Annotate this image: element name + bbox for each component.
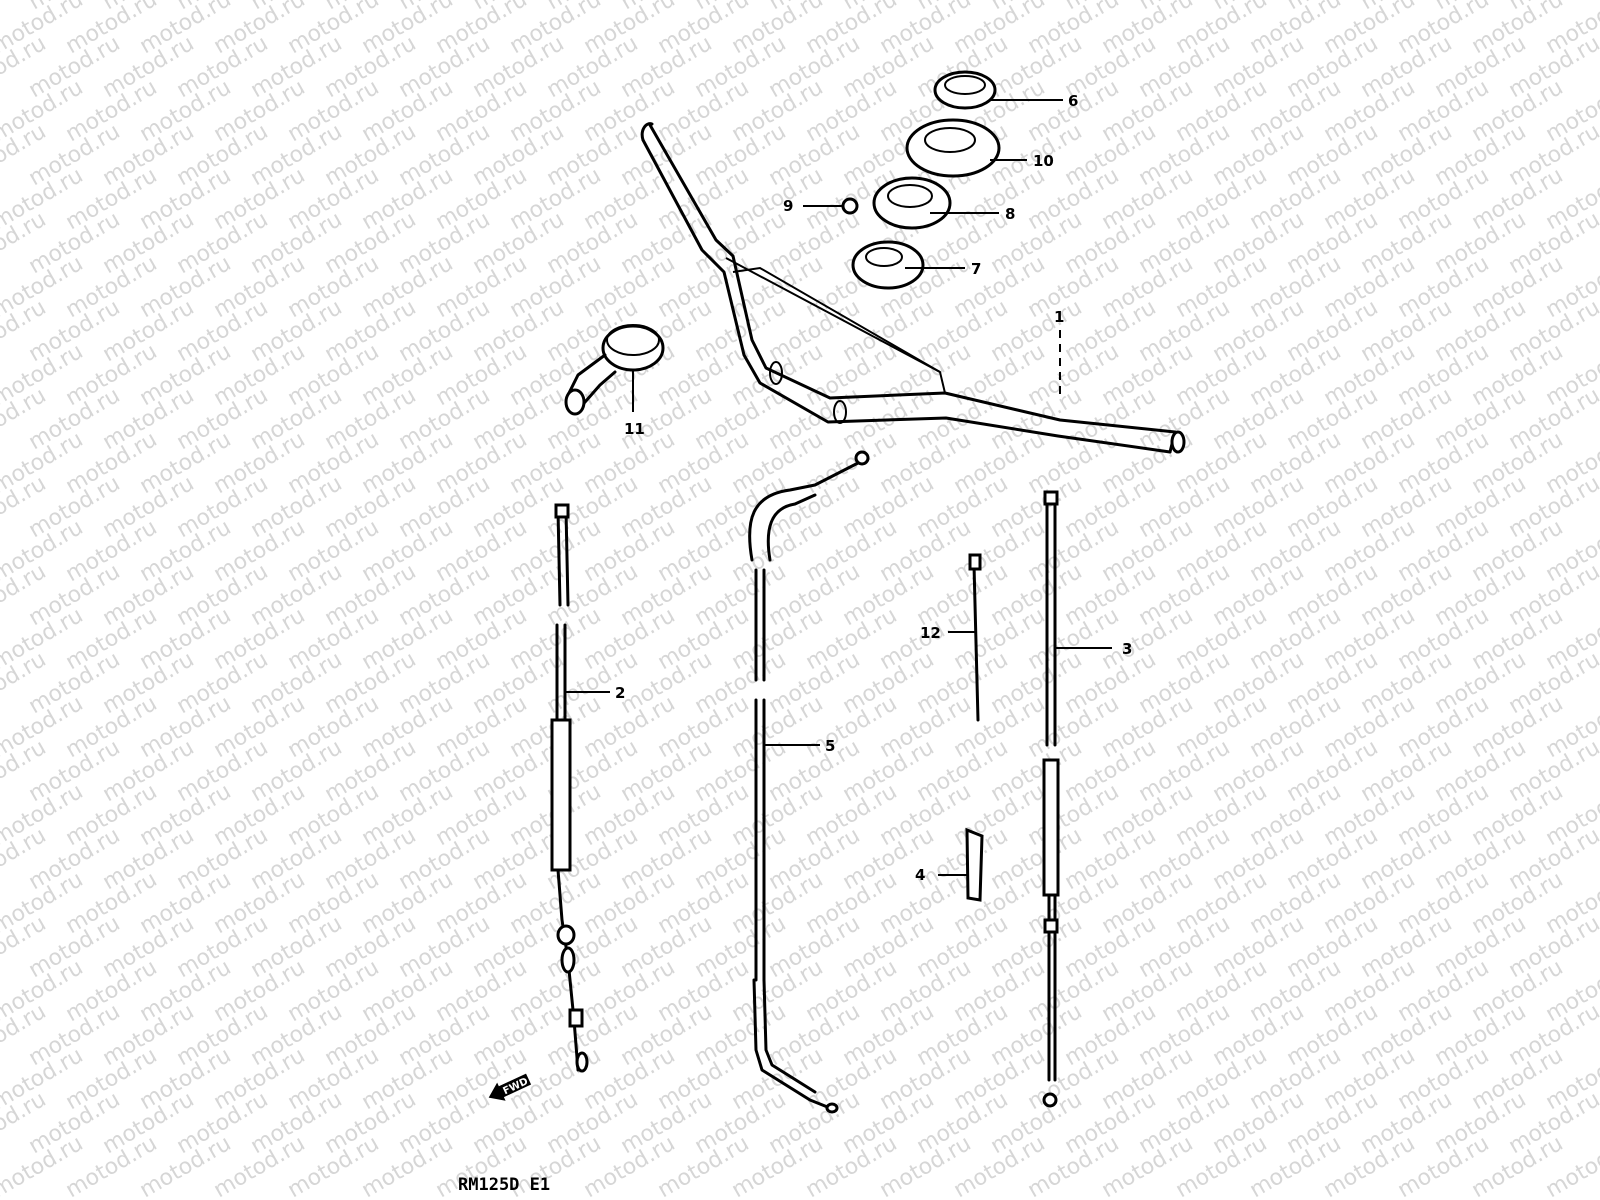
callout-7: 7	[971, 260, 981, 278]
grip-parts	[841, 70, 1001, 290]
callout-8: 8	[1005, 205, 1015, 223]
model-code: RM125D E1	[458, 1175, 550, 1195]
callouts: 1 2 3 4 5 6 7 8 9 10 11 12	[615, 92, 1132, 884]
callout-9: 9	[783, 197, 793, 215]
callout-6: 6	[1068, 92, 1078, 110]
callout-2: 2	[615, 684, 625, 702]
callout-11: 11	[624, 420, 645, 438]
callout-5: 5	[825, 737, 835, 755]
callout-1: 1	[1054, 308, 1064, 326]
handlebar	[640, 122, 1186, 454]
callout-3: 3	[1122, 640, 1132, 658]
cable-3	[1042, 490, 1060, 1108]
leader-lines	[565, 99, 1112, 876]
cable-2	[550, 503, 589, 1073]
callout-12: 12	[920, 624, 941, 642]
callout-10: 10	[1033, 152, 1054, 170]
callout-4: 4	[915, 866, 925, 884]
cable-5	[748, 450, 870, 1114]
switch-housing	[564, 324, 665, 416]
small-parts	[965, 553, 984, 902]
